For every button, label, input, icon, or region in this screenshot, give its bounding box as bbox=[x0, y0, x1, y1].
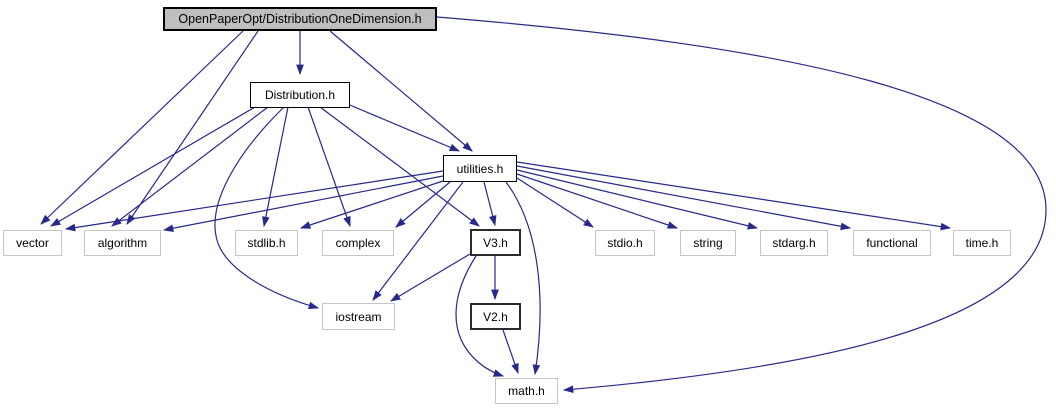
edge-distribution-to-utilities bbox=[344, 102, 461, 152]
node-algorithm: algorithm bbox=[84, 230, 161, 256]
node-time-label: time.h bbox=[965, 236, 999, 250]
node-root-file: OpenPaperOpt/DistributionOneDimension.h bbox=[163, 7, 437, 31]
node-complex: complex bbox=[322, 230, 394, 256]
edge-distribution-to-vector bbox=[50, 106, 256, 227]
edge-utilities-to-string bbox=[516, 173, 679, 229]
edge-distribution-to-stdlib bbox=[262, 106, 289, 228]
node-string: string bbox=[680, 230, 736, 256]
node-vector: vector bbox=[3, 230, 62, 256]
node-distribution-label: Distribution.h bbox=[264, 88, 336, 102]
node-math-label: math.h bbox=[508, 384, 545, 398]
edge-distribution-to-v3 bbox=[319, 106, 480, 227]
node-vector-label: vector bbox=[16, 236, 49, 250]
edge-root-to-utilities bbox=[329, 30, 473, 152]
node-stdlib-label: stdlib.h bbox=[247, 236, 286, 250]
edge-root-to-algorithm bbox=[126, 30, 259, 225]
edge-utilities-to-vector bbox=[64, 170, 444, 232]
edge-utilities-to-time bbox=[516, 161, 952, 231]
node-utilities-label: utilities.h bbox=[456, 161, 504, 176]
node-stdlib-h: stdlib.h bbox=[235, 230, 298, 256]
node-stdarg-label: stdarg.h bbox=[772, 236, 816, 250]
edge-utilities-to-functional bbox=[516, 165, 852, 231]
node-utilities-h[interactable]: utilities.h bbox=[443, 155, 517, 182]
node-v2-h[interactable]: V2.h bbox=[470, 303, 521, 330]
edge-utilities-to-stdio bbox=[516, 177, 594, 228]
node-v3-h[interactable]: V3.h bbox=[470, 229, 521, 256]
node-string-label: string bbox=[693, 236, 723, 250]
node-iostream: iostream bbox=[322, 303, 395, 330]
node-math-h: math.h bbox=[495, 378, 558, 404]
edge-distribution-to-iostream bbox=[214, 106, 320, 310]
node-functional: functional bbox=[853, 230, 931, 256]
node-stdio-label: stdio.h bbox=[607, 236, 643, 250]
node-iostream-label: iostream bbox=[335, 309, 382, 324]
node-functional-label: functional bbox=[866, 236, 918, 250]
edge-root-to-vector bbox=[40, 30, 244, 225]
edge-utilities-to-math bbox=[505, 181, 541, 376]
edge-v3-to-math bbox=[455, 255, 505, 377]
edge-utilities-to-iostream bbox=[372, 181, 464, 301]
node-v3-label: V3.h bbox=[483, 235, 508, 250]
edge-utilities-to-stdlib bbox=[299, 180, 444, 229]
edge-utilities-to-algorithm bbox=[162, 175, 444, 233]
node-algorithm-label: algorithm bbox=[97, 236, 148, 250]
node-time-h: time.h bbox=[953, 230, 1011, 256]
edge-utilities-to-v3 bbox=[483, 181, 497, 227]
edge-distribution-to-algorithm bbox=[111, 106, 269, 227]
edge-v3-to-iostream bbox=[390, 253, 471, 302]
node-distribution-h[interactable]: Distribution.h bbox=[250, 82, 350, 108]
node-stdio-h: stdio.h bbox=[595, 230, 655, 256]
edge-v2-to-math bbox=[502, 329, 519, 375]
edge-distribution-to-complex bbox=[307, 106, 351, 228]
node-root-label: OpenPaperOpt/DistributionOneDimension.h bbox=[178, 12, 422, 26]
edge-root-to-math bbox=[436, 16, 1047, 394]
node-v2-label: V2.h bbox=[483, 309, 508, 324]
edge-utilities-to-stdarg bbox=[516, 169, 759, 230]
edge-utilities-to-complex bbox=[395, 181, 451, 228]
node-complex-label: complex bbox=[335, 236, 381, 250]
node-stdarg-h: stdarg.h bbox=[760, 230, 828, 256]
